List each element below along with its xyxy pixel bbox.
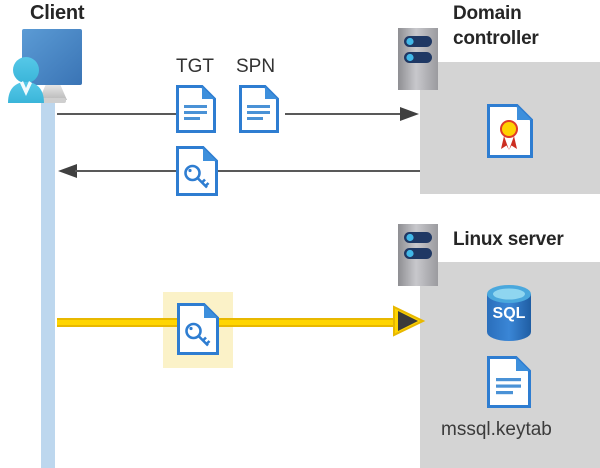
client-lifeline	[41, 96, 55, 468]
linux-server-server-icon	[398, 224, 438, 286]
request-arrow-line-left	[57, 113, 176, 115]
keytab-filename-label: mssql.keytab	[441, 419, 552, 440]
sql-database-icon: SQL	[483, 285, 535, 343]
response-arrow-line-left	[75, 170, 176, 172]
linux-server-label: Linux server	[453, 229, 564, 250]
request-arrowhead-icon	[400, 106, 420, 122]
certificate-document-icon	[487, 104, 533, 158]
response-arrow-line-right	[218, 170, 420, 172]
spn-label: SPN	[236, 56, 276, 77]
domain-controller-server-icon	[398, 28, 438, 90]
sql-text: SQL	[493, 305, 526, 322]
service-ticket-line-left	[57, 320, 179, 325]
domain-controller-label-line2: controller	[453, 28, 539, 49]
request-arrow-line-right	[285, 113, 404, 115]
keytab-document-icon	[487, 356, 531, 408]
tgt-document-icon	[176, 85, 216, 133]
service-ticket-arrowhead-icon	[392, 305, 426, 337]
response-arrowhead-icon	[57, 163, 77, 179]
client-icon	[4, 28, 100, 104]
service-ticket-key-document-icon	[177, 303, 219, 355]
tgt-label: TGT	[176, 56, 214, 77]
domain-controller-label-line1: Domain	[453, 3, 522, 24]
client-label: Client	[30, 2, 85, 24]
spn-document-icon	[239, 85, 279, 133]
response-key-document-icon	[176, 146, 218, 196]
service-ticket-line-right	[218, 320, 404, 325]
